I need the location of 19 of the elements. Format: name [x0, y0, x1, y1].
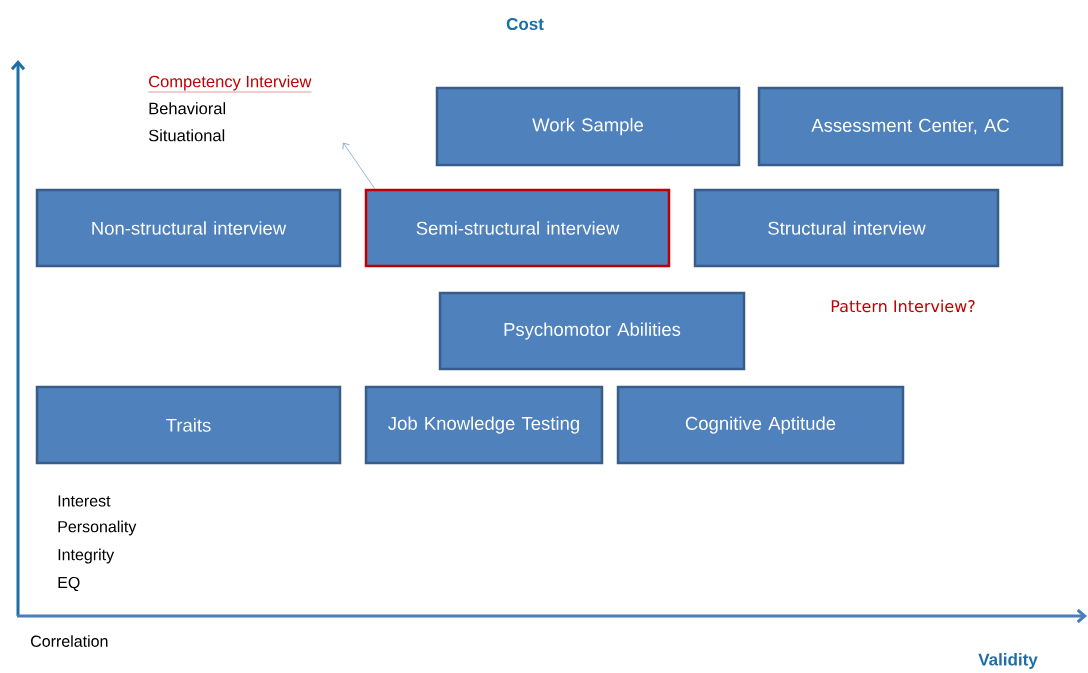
axis-title: Cost [506, 18, 544, 31]
text-block: Competency Interview Behavioral Situational [148, 75, 312, 142]
process-box: Assessment Center, AC [757, 86, 1064, 167]
list-item: Interest [58, 495, 111, 507]
process-box: Traits [35, 385, 342, 465]
axis-title: Validity [978, 653, 1038, 669]
process-box: Job Knowledge Testing [364, 385, 604, 465]
list-item: Correlation [31, 635, 108, 647]
arrow [342, 142, 376, 190]
process-box: Non-structural interview [35, 188, 342, 268]
process-box: Work Sample [435, 86, 741, 167]
process-box: Psychomotor Abilities [438, 291, 746, 371]
process-box: Structural interview [693, 188, 1000, 268]
process-box: Cognitive Aptitude [616, 385, 905, 465]
list-item: Integrity [58, 548, 115, 564]
process-box: Semi-structural interview [364, 188, 671, 268]
list-item: EQ [58, 576, 80, 592]
list-item: Personality [58, 520, 137, 536]
note-text: Pattern Interview? [831, 299, 975, 313]
